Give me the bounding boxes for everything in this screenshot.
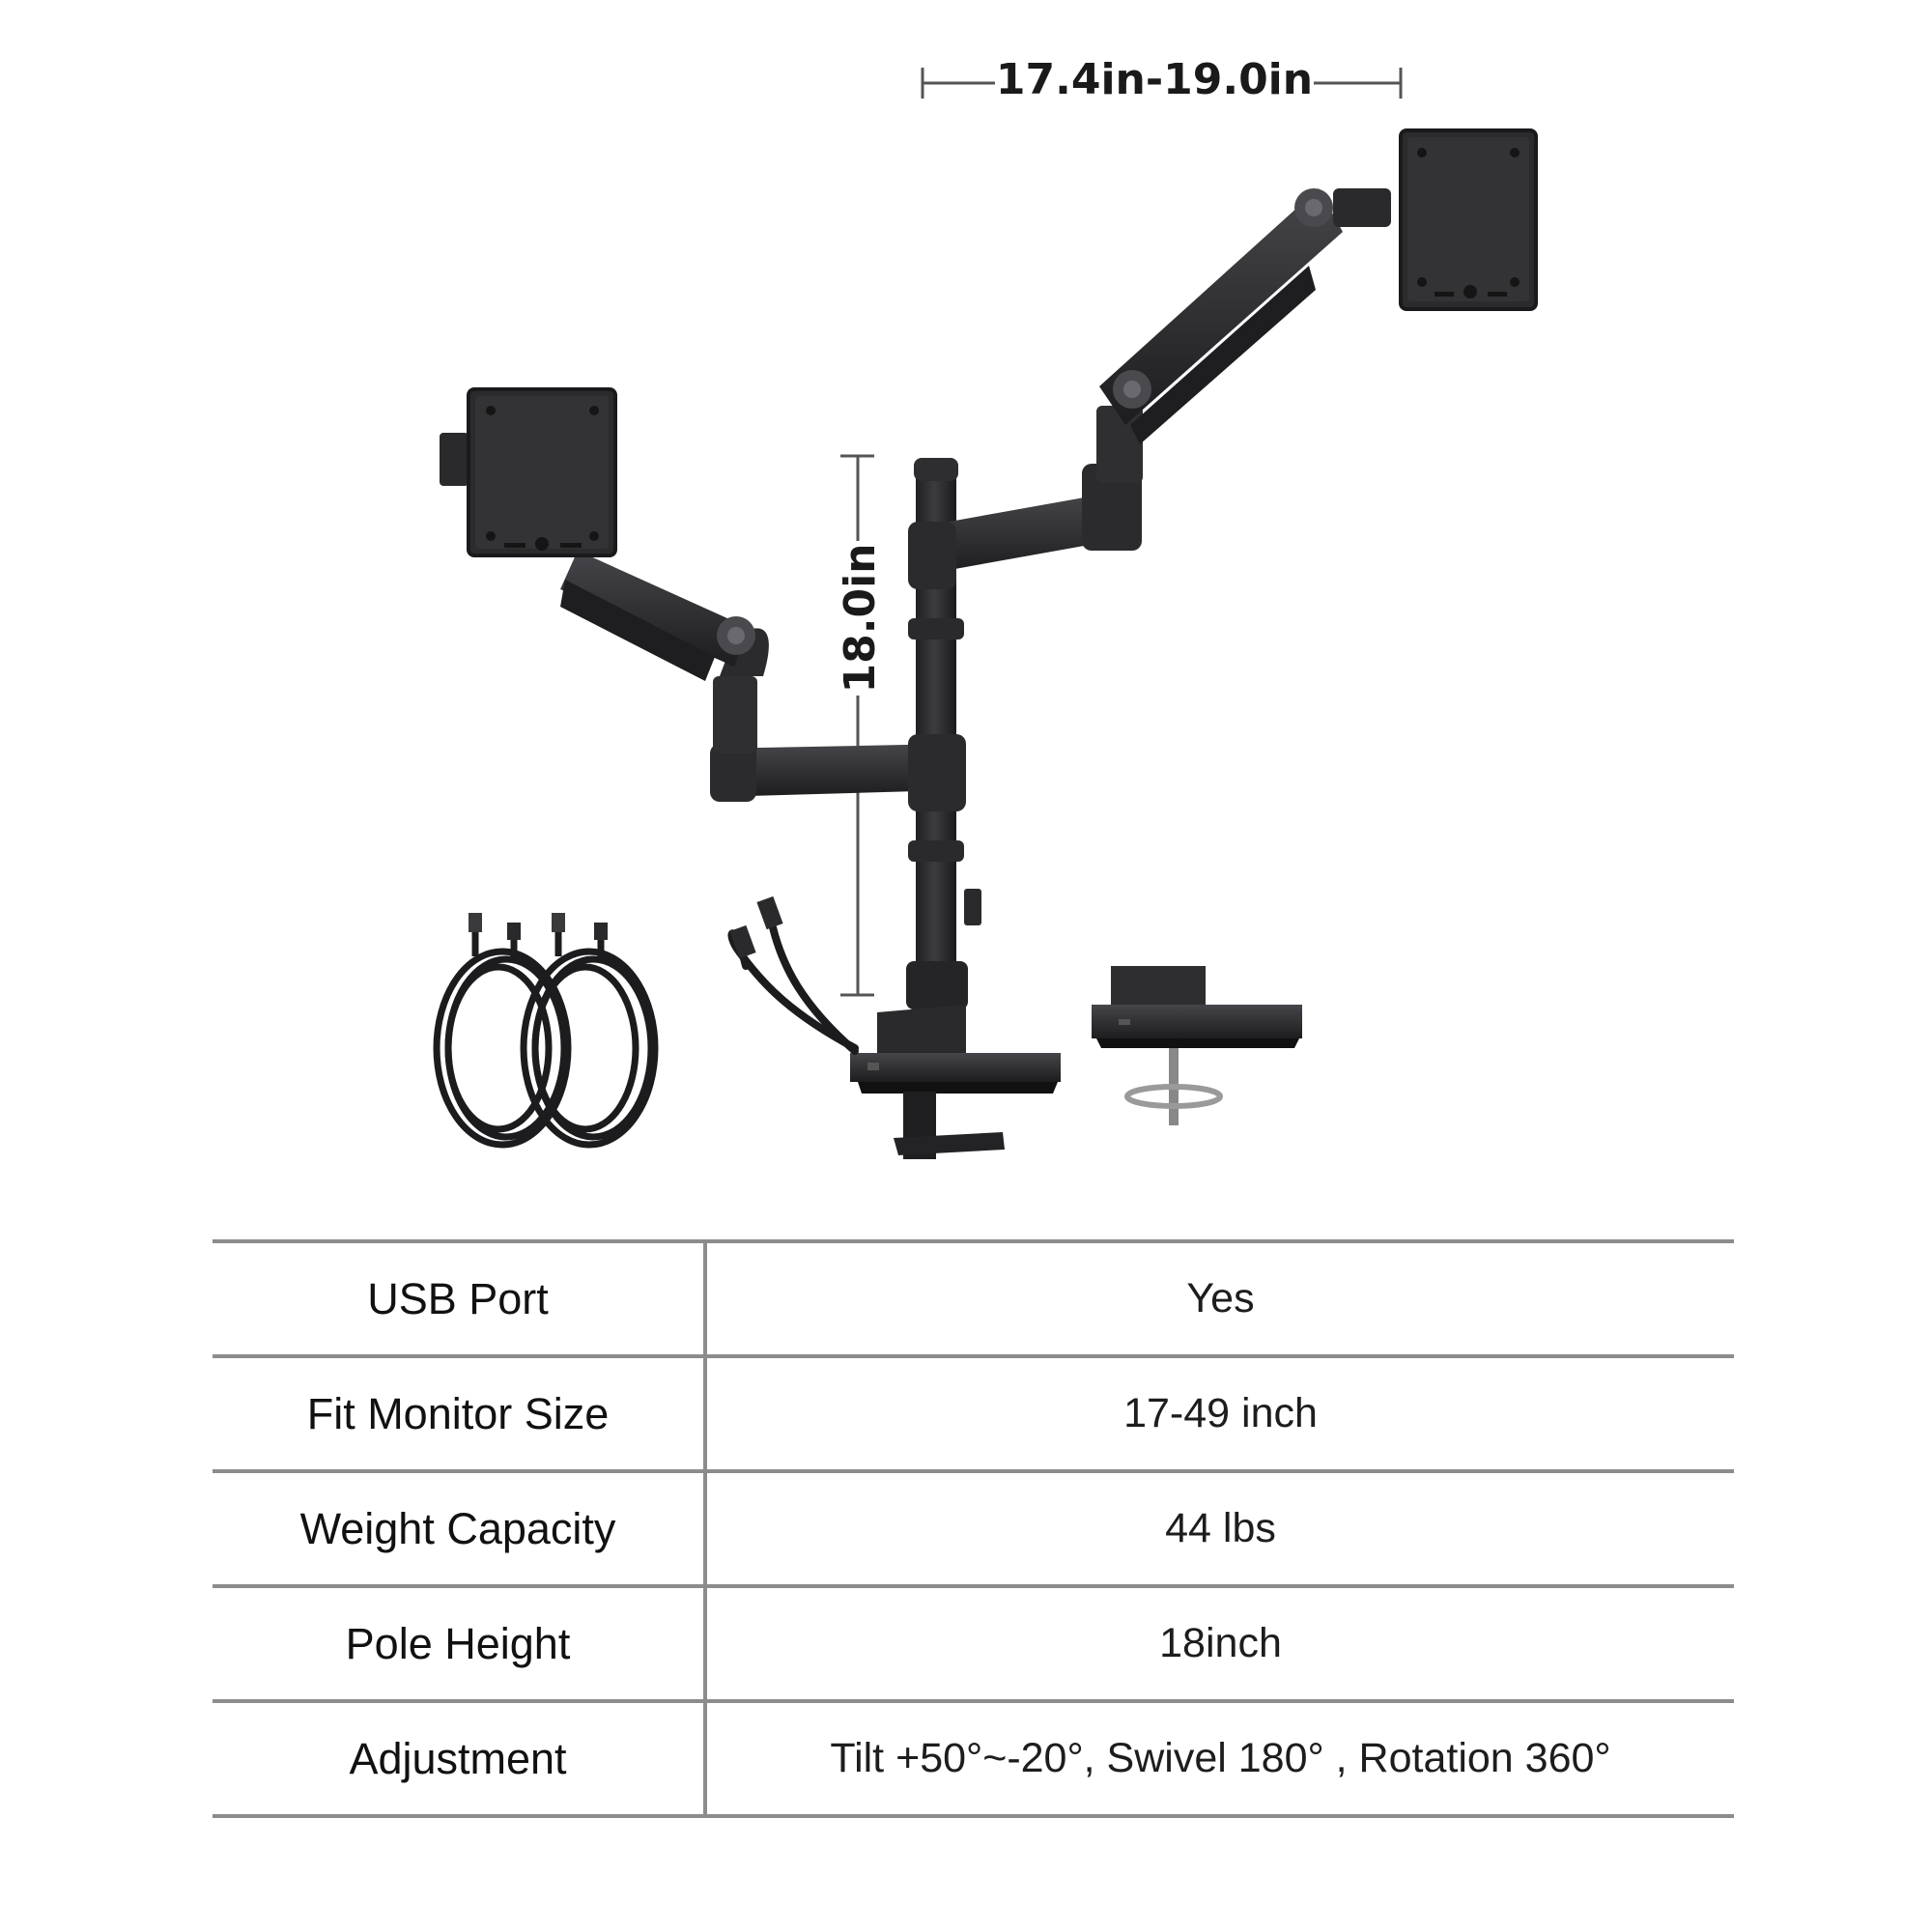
spec-value-fit-monitor-size: 17-49 inch bbox=[705, 1354, 1734, 1473]
spec-value-adjustment: Tilt +50°~-20°, Swivel 180° , Rotation 3… bbox=[705, 1699, 1734, 1818]
spec-value-usb-port: Yes bbox=[705, 1239, 1734, 1358]
arm-span-dimension: 17.4in-19.0in bbox=[921, 55, 1403, 104]
center-pole bbox=[906, 458, 981, 1009]
pole-height-label: 18.0in bbox=[836, 544, 885, 694]
table-row: Adjustment Tilt +50°~-20°, Swivel 180° ,… bbox=[213, 1699, 1734, 1818]
table-row: Fit Monitor Size 17-49 inch bbox=[213, 1354, 1734, 1473]
left-monitor-arm bbox=[560, 551, 966, 811]
left-vesa-plate bbox=[440, 387, 617, 557]
spec-label-weight-capacity: Weight Capacity bbox=[213, 1469, 707, 1588]
spec-label-fit-monitor-size: Fit Monitor Size bbox=[213, 1354, 707, 1473]
spec-table: USB Port Yes Fit Monitor Size 17-49 inch… bbox=[213, 1239, 1734, 1818]
right-monitor-arm bbox=[908, 188, 1391, 589]
spec-label-adjustment: Adjustment bbox=[213, 1699, 707, 1818]
pole-height-dimension: 18.0in bbox=[836, 454, 885, 997]
usb-extension-cable bbox=[727, 895, 859, 1055]
arm-span-label: 17.4in-19.0in bbox=[996, 55, 1313, 104]
table-row: USB Port Yes bbox=[213, 1239, 1734, 1358]
spec-label-pole-height: Pole Height bbox=[213, 1584, 707, 1703]
product-illustration: 17.4in-19.0in 18.0in bbox=[433, 55, 1538, 1159]
desk-clamp bbox=[850, 1005, 1061, 1159]
spec-value-pole-height: 18inch bbox=[705, 1584, 1734, 1703]
coiled-usb-cables bbox=[433, 913, 659, 1149]
grommet-base bbox=[1092, 966, 1302, 1125]
right-vesa-plate bbox=[1399, 128, 1538, 311]
spec-label-usb-port: USB Port bbox=[213, 1239, 707, 1358]
table-row: Weight Capacity 44 lbs bbox=[213, 1469, 1734, 1588]
table-row: Pole Height 18inch bbox=[213, 1584, 1734, 1703]
spec-value-weight-capacity: 44 lbs bbox=[705, 1469, 1734, 1588]
